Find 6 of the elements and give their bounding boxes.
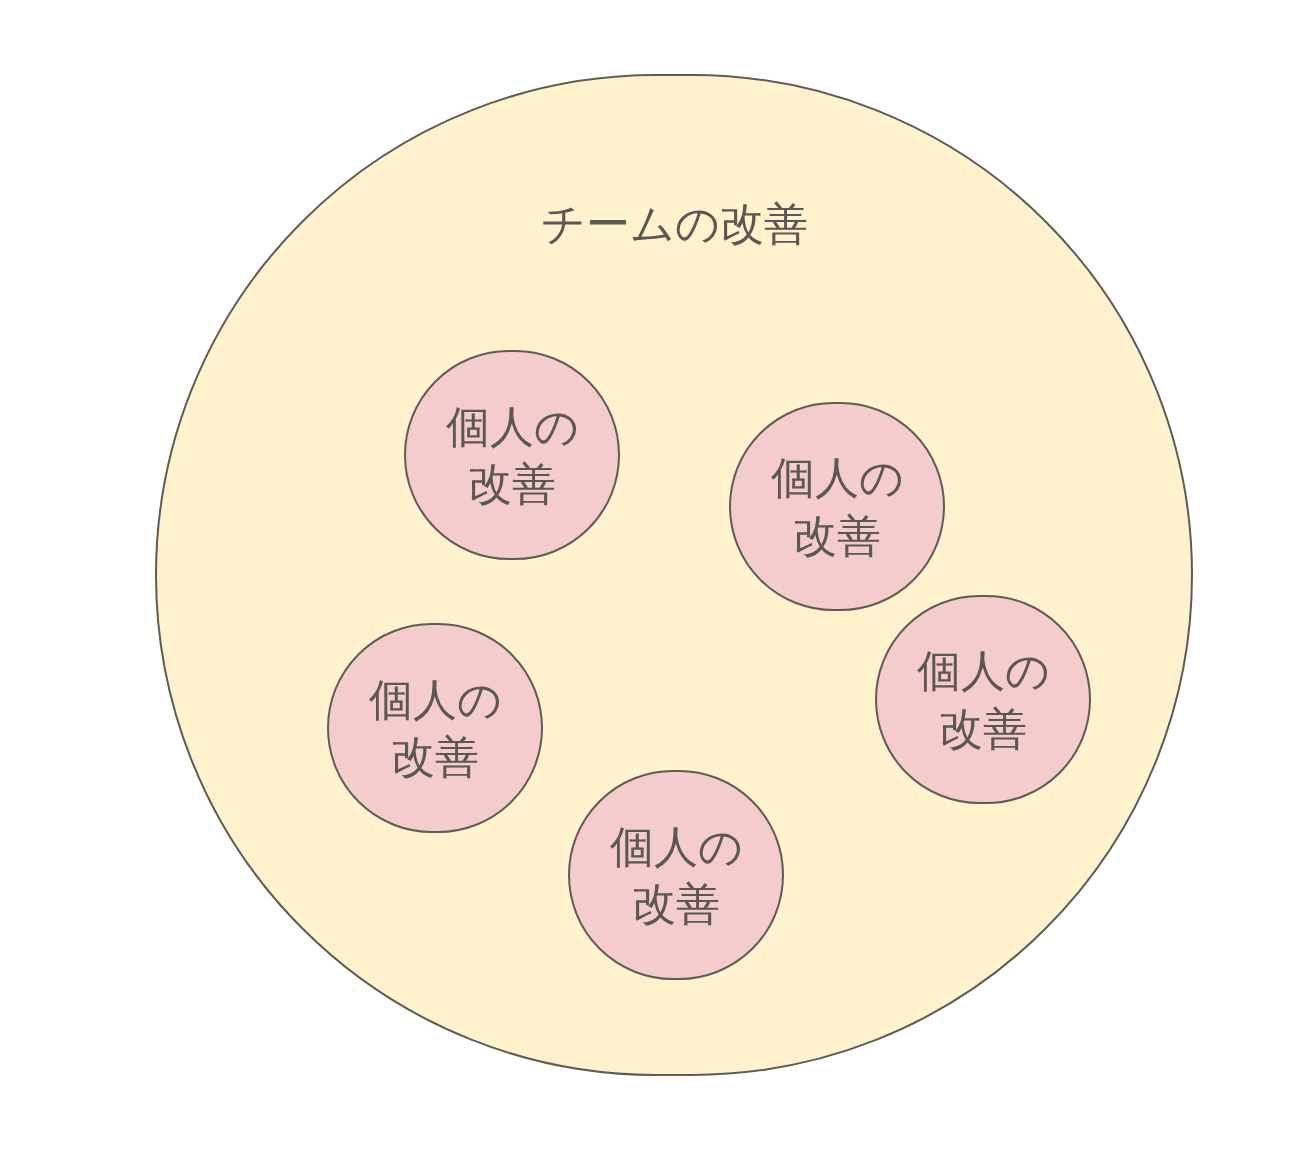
individual-label: 個人の改善 [608, 819, 744, 931]
team-label: チームの改善 [540, 202, 808, 246]
individual-label: 個人の改善 [367, 672, 503, 784]
individual-label: 個人の改善 [769, 451, 905, 563]
individual-label: 個人の改善 [915, 644, 1051, 756]
individual-label: 個人の改善 [444, 399, 580, 511]
